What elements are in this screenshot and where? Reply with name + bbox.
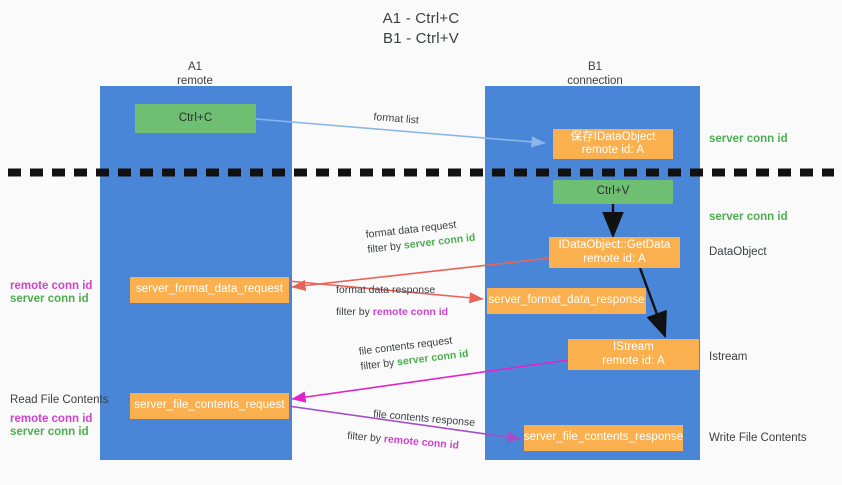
- column-header-b1: B1 connection: [520, 60, 670, 88]
- box-idataobject-getdata-line-1: IDataObject::GetData: [558, 239, 671, 251]
- page-title-line-1: A1 - Ctrl+C: [382, 10, 460, 27]
- box-save-idataobject[interactable]: 保存IDataObject remote id: A: [553, 129, 673, 159]
- edge-label-format-data-request-filter-prefix: filter by: [366, 239, 405, 256]
- annotation-dataobject: DataObject: [709, 246, 767, 258]
- edge-label-format-list: format list: [372, 110, 420, 127]
- annotation-server-conn-id-top: server conn id: [709, 133, 788, 145]
- box-ctrl-c[interactable]: Ctrl+C: [135, 104, 256, 133]
- annotation-server-conn-id-1: server conn id: [10, 293, 89, 305]
- column-header-a1-role: remote: [177, 75, 213, 87]
- box-server-format-data-response[interactable]: server_format_data_response: [487, 288, 646, 314]
- column-header-b1-role: connection: [567, 75, 623, 87]
- annotation-server-conn-id-mid: server conn id: [709, 211, 788, 223]
- edge-label-format-data-response: format data response filter by remote co…: [336, 283, 448, 320]
- edge-label-file-contents-response: file contents response filter by remote …: [347, 405, 476, 455]
- annotation-remote-conn-id-1: remote conn id: [10, 280, 93, 292]
- edge-label-format-data-response-line-1: format data response: [336, 284, 436, 296]
- box-idataobject-getdata-line-2: remote id: A: [583, 252, 646, 265]
- edge-label-file-contents-request: file contents request filter by server c…: [358, 332, 469, 375]
- phase-divider: [8, 168, 834, 177]
- annotation-remote-conn-id-2: remote conn id: [10, 413, 93, 425]
- annotation-write-file-contents: Write File Contents: [709, 432, 807, 444]
- box-idataobject-getdata[interactable]: IDataObject::GetData remote id: A: [549, 237, 680, 268]
- box-istream[interactable]: IStream remote id: A: [568, 339, 699, 370]
- edge-label-file-contents-response-filter-prefix: filter by: [346, 429, 385, 446]
- annotation-istream: Istream: [709, 351, 748, 363]
- box-server-format-data-request-label: server_format_data_request: [135, 283, 284, 296]
- column-header-b1-name: B1: [587, 61, 603, 73]
- column-header-a1-name: A1: [187, 61, 203, 73]
- box-istream-line-2: remote id: A: [602, 354, 665, 367]
- edge-label-format-data-response-filter-prefix: filter by: [336, 306, 373, 318]
- edge-label-file-contents-response-filter-token: remote conn id: [383, 433, 460, 452]
- annotation-server-conn-id-2: server conn id: [10, 426, 89, 438]
- column-header-a1: A1 remote: [120, 60, 270, 88]
- box-server-file-contents-request[interactable]: server_file_contents_request: [130, 393, 289, 419]
- edge-label-file-contents-response-line-1: file contents response: [372, 408, 476, 429]
- box-ctrl-c-label: Ctrl+C: [178, 111, 213, 124]
- edge-label-file-contents-response-line-2: filter by remote conn id: [347, 429, 474, 455]
- box-server-file-contents-response[interactable]: server_file_contents_response: [524, 425, 683, 451]
- page-title-line-2: B1 - Ctrl+V: [383, 30, 459, 47]
- annotation-read-file-contents: Read File Contents: [10, 394, 109, 406]
- edge-label-file-contents-request-filter-prefix: filter by: [359, 356, 398, 373]
- box-ctrl-v-label: Ctrl+V: [596, 185, 630, 198]
- box-save-idataobject-line-1: 保存IDataObject: [570, 130, 656, 143]
- box-ctrl-v[interactable]: Ctrl+V: [553, 180, 673, 204]
- box-server-file-contents-response-label: server_file_contents_response: [523, 431, 684, 444]
- edge-label-format-data-response-line-2: filter by remote conn id: [336, 305, 448, 320]
- box-server-format-data-response-label: server_format_data_response: [488, 294, 645, 307]
- edge-label-format-data-request: format data request filter by server con…: [365, 216, 476, 258]
- edge-label-format-data-response-filter-token: remote conn id: [372, 306, 449, 318]
- box-server-format-data-request[interactable]: server_format_data_request: [130, 277, 289, 303]
- box-save-idataobject-line-2: remote id: A: [581, 144, 645, 156]
- box-istream-line-1: IStream: [613, 341, 654, 353]
- box-server-file-contents-request-label: server_file_contents_request: [134, 399, 285, 412]
